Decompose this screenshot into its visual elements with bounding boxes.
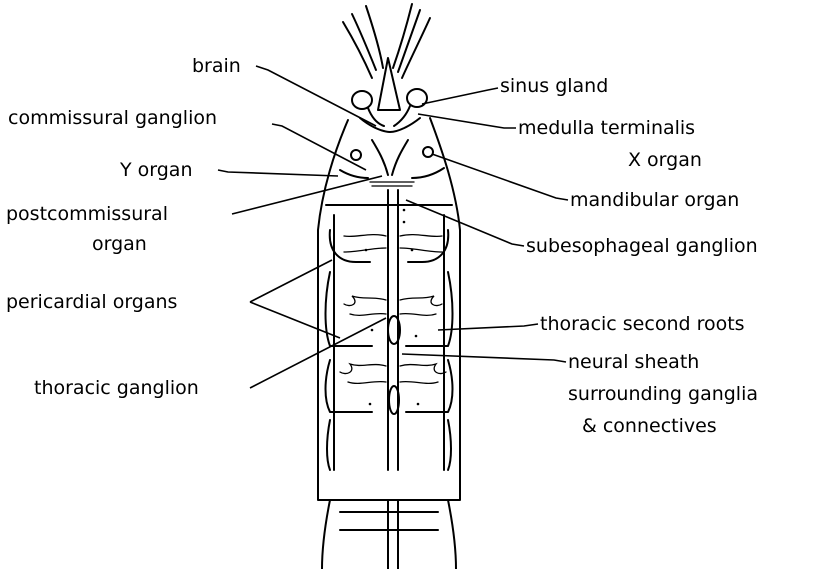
leader-y-organ [218, 170, 338, 176]
label-commissural-ganglion: commissural ganglion [8, 107, 217, 129]
label-brain: brain [192, 55, 241, 77]
leader-mandibular-organ [432, 154, 568, 200]
leader-sinus-gland [422, 88, 498, 104]
label-sinus-gland: sinus gland [500, 75, 608, 97]
label-thoracic-second-roots: thoracic second roots [540, 313, 745, 335]
label-medulla-terminalis: medulla terminalis [518, 117, 695, 139]
leader-brain [256, 66, 376, 126]
leader-neural-sheath [402, 354, 566, 362]
label-mandibular-organ: mandibular organ [570, 189, 739, 211]
labels-right: sinus gland medulla terminalis X organ m… [500, 75, 758, 437]
label-y-organ: Y organ [119, 159, 193, 181]
label-thoracic-ganglion: thoracic ganglion [34, 377, 199, 399]
label-subesophageal-ganglion: subesophageal ganglion [526, 235, 758, 257]
label-postcommissural: postcommissural [6, 203, 168, 225]
label-x-organ: X organ [628, 149, 702, 171]
label-postcommissural-organ: organ [92, 233, 147, 255]
leader-subesophageal-ganglion [406, 200, 524, 246]
label-connectives: & connectives [582, 415, 717, 437]
label-neural-sheath: neural sheath [568, 351, 699, 373]
animal-illustration [318, 4, 460, 569]
leader-postcommissural-organ [232, 176, 382, 214]
label-surrounding-ganglia: surrounding ganglia [568, 383, 758, 405]
leader-pericardial-1 [250, 260, 332, 302]
labels-left: brain commissural ganglion Y organ postc… [6, 55, 241, 399]
leader-commissural-ganglion [272, 124, 366, 170]
leader-lines [218, 66, 568, 388]
label-pericardial-organs: pericardial organs [6, 291, 177, 313]
